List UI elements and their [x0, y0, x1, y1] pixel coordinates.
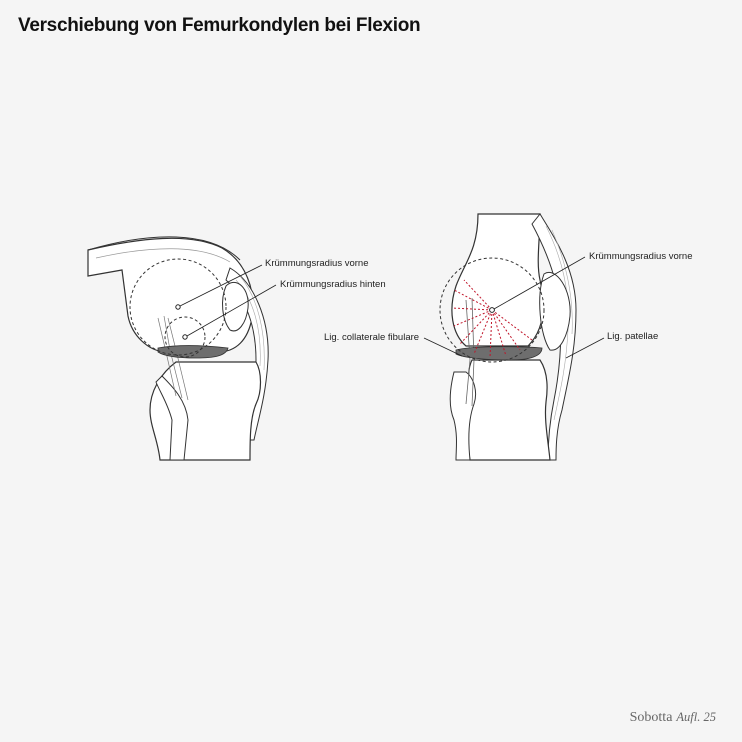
- right-femur: [451, 213, 544, 347]
- right-radius-lines: [451, 279, 533, 359]
- right-fibula: [449, 371, 477, 461]
- right-tibia: [467, 359, 551, 461]
- right-meniscus: [455, 346, 543, 361]
- left-small-curvature-circle: [164, 316, 206, 358]
- left-thigh-contour: [87, 236, 241, 261]
- right-patella: [539, 271, 571, 351]
- edition-label: Aufl. 25: [676, 710, 716, 724]
- left-large-curvature-circle: [129, 258, 227, 356]
- left-knee-view: Krümmungsradius vorne Krümmungsradius hi…: [87, 236, 386, 461]
- left-patella: [222, 281, 249, 332]
- publisher-name: Sobotta: [629, 710, 673, 725]
- page-title: Verschiebung von Femurkondylen bei Flexi…: [18, 15, 421, 36]
- right-knee-view: Krümmungsradius vorne Lig. collaterale f…: [324, 213, 693, 461]
- right-label-radius-front: Krümmungsradius vorne: [589, 251, 693, 262]
- left-label-radius-back: Krümmungsradius hinten: [280, 279, 386, 290]
- left-label-radius-front: Krümmungsradius vorne: [265, 258, 369, 269]
- left-tibia: [149, 361, 262, 461]
- right-curvature-circle: [439, 257, 545, 363]
- right-label-patellae: Lig. patellae: [607, 331, 658, 342]
- right-label-collateral: Lig. collaterale fibulare: [324, 332, 419, 343]
- right-collateral-ligament: [465, 299, 471, 405]
